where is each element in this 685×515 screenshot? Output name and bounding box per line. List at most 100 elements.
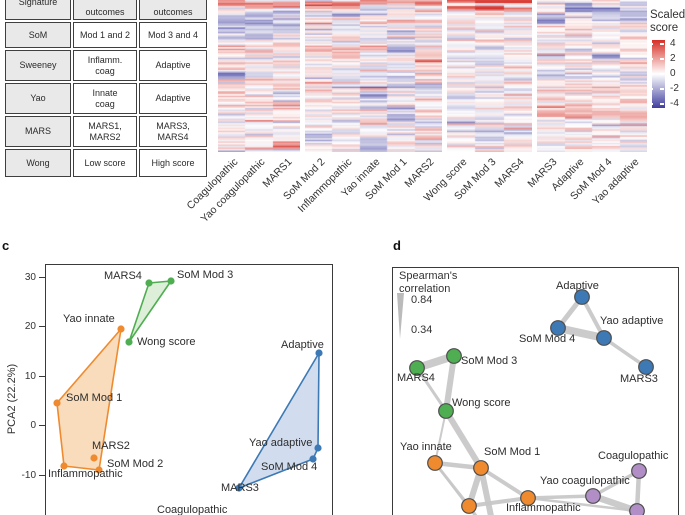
pca-point-label: Inflammopathic (48, 468, 123, 480)
network-edge (434, 410, 447, 464)
network-node (409, 360, 425, 376)
network-edge (479, 466, 530, 500)
table-cell: Sweeney (5, 50, 71, 81)
network-node (446, 348, 462, 364)
network-node (574, 289, 590, 305)
network-edge (443, 355, 457, 412)
colorbar-tick-mark (649, 103, 653, 106)
heatmap-block-1 (218, 0, 300, 152)
network-edge (468, 496, 529, 508)
pca-plot-frame (45, 264, 333, 515)
table-header-cell: Signature (5, 0, 71, 20)
pca-point-label: Yao innate (63, 313, 115, 325)
network-node-label: Adaptive (556, 280, 599, 292)
colorbar-tick-mark (649, 57, 653, 60)
panel-d-label: d (393, 238, 401, 253)
pca-y-tick-label: 0 (30, 420, 36, 432)
colorbar-tick-label: 0 (670, 68, 676, 79)
colorbar-tick-mark (660, 73, 664, 75)
network-node-label: Yao coagulopathic (540, 475, 630, 487)
colorbar (652, 40, 665, 108)
table-cell: Mod 1 and 2 (73, 22, 137, 48)
pca-y-axis-label: PCA2 (22.2%) (6, 363, 18, 435)
pca-point (117, 325, 125, 333)
pca-y-tick-label: 10 (24, 370, 36, 382)
network-edge (467, 505, 478, 515)
network-node-label: Inflammopathic (506, 502, 581, 514)
colorbar-tick-label: -2 (670, 83, 679, 95)
network-node-label: MARS4 (397, 372, 435, 384)
table-cell: MARS (5, 116, 71, 147)
table-header-cell: outcomes (139, 0, 207, 20)
pca-y-tick-mark (39, 326, 45, 328)
pca-point-label: SoM Mod 3 (177, 269, 234, 281)
network-edge (592, 469, 640, 498)
network-edge (527, 496, 638, 513)
network-edge (443, 409, 484, 470)
pca-point-label: MARS3 (221, 482, 259, 494)
colorbar-tick-label: -4 (670, 98, 679, 110)
network-node (596, 330, 612, 346)
network-node (550, 320, 566, 336)
network-node-label: Coagulopathic (598, 450, 669, 462)
pca-point-label: MARS2 (92, 440, 130, 452)
network-node (585, 488, 601, 504)
network-node-label: SoM Mod 4 (519, 333, 576, 345)
table-cell: Innate coag (73, 83, 137, 114)
network-node-label: Yao innate (400, 441, 452, 453)
network-node-label: Yao adaptive (600, 315, 664, 327)
pca-point-label: Coagulopathic (157, 504, 228, 515)
table-cell: Low score (73, 149, 137, 177)
pca-plot (53, 277, 323, 492)
table-cell: Wong (5, 149, 71, 177)
pca-point (309, 455, 317, 463)
table-cell: Yao (5, 83, 71, 114)
legend-max-label: 0.84 (411, 294, 433, 306)
pca-point-label: SoM Mod 4 (261, 461, 318, 473)
colorbar-tick-mark (649, 42, 653, 45)
pca-point (125, 338, 133, 346)
pca-point (235, 484, 243, 492)
legend-min-label: 0.34 (411, 324, 433, 336)
colorbar-tick-label: 2 (670, 52, 676, 64)
table-cell: Adaptive (139, 50, 207, 81)
pca-point (315, 349, 323, 357)
pca-point-label: Wong score (137, 336, 196, 348)
table-cell: MARS3, MARS4 (139, 116, 207, 147)
pca-y-tick-mark (39, 277, 45, 278)
colorbar-title: Scaled score (650, 9, 685, 34)
table-cell: SoM (5, 22, 71, 48)
network-node (631, 463, 647, 479)
network-node (461, 498, 477, 514)
pca-point (90, 454, 98, 462)
spearman-legend-title: Spearman's correlation (399, 270, 458, 295)
pca-point-label: MARS4 (104, 270, 142, 282)
heatmap-block-4 (537, 0, 647, 152)
network-edge (478, 467, 494, 515)
network-plot (397, 289, 654, 515)
pca-point-label: Adaptive (281, 339, 324, 351)
table-cell: MARS1, MARS2 (73, 116, 137, 147)
pca-point-label: SoM Mod 2 (107, 458, 164, 470)
colorbar-tick-mark (649, 73, 653, 75)
colorbar-tick-mark (660, 42, 664, 45)
pca-point (60, 462, 68, 470)
pca-y-tick-label: 30 (24, 272, 36, 283)
pca-y-tick-mark (39, 425, 45, 427)
heatmap-block-3 (447, 0, 532, 152)
pca-point (145, 279, 153, 287)
network-node (427, 455, 443, 471)
pca-point-label: SoM Mod 1 (66, 392, 123, 404)
pca-point-label: Yao adaptive (249, 437, 313, 449)
network-node (638, 359, 654, 375)
colorbar-tick-mark (660, 88, 664, 91)
network-edge (415, 367, 448, 412)
pca-hull-green (128, 280, 172, 343)
table-cell: High score (139, 149, 207, 177)
legend-width-triangle (397, 293, 404, 339)
network-node-label: SoM Mod 1 (484, 446, 541, 458)
network-node (629, 503, 645, 515)
table-cell: Adaptive (139, 83, 207, 114)
colorbar-tick-mark (660, 103, 664, 106)
